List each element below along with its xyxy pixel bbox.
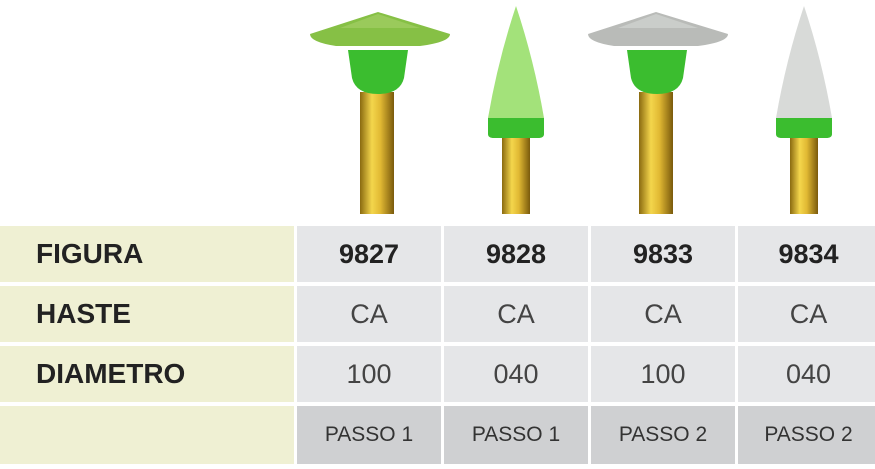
figura-value: 9828 <box>444 226 588 282</box>
passo-value: PASSO 2 <box>591 406 735 464</box>
row-label-diametro: DIAMETRO <box>0 346 294 402</box>
diametro-value: 100 <box>297 346 441 402</box>
product-image-9833 <box>588 12 728 214</box>
diametro-value: 040 <box>738 346 875 402</box>
row-label-empty <box>0 406 294 464</box>
figura-value: 9834 <box>738 226 875 282</box>
diametro-value: 100 <box>591 346 735 402</box>
product-spec-table: FIGURA 9827 9828 9833 9834 HASTE CA CA C… <box>0 226 875 464</box>
passo-value: PASSO 1 <box>297 406 441 464</box>
passo-value: PASSO 1 <box>444 406 588 464</box>
haste-value: CA <box>297 286 441 342</box>
figura-value: 9827 <box>297 226 441 282</box>
haste-value: CA <box>591 286 735 342</box>
haste-value: CA <box>738 286 875 342</box>
product-image-9828 <box>488 6 544 214</box>
product-image-9834 <box>776 6 832 214</box>
product-images <box>0 0 875 222</box>
haste-value: CA <box>444 286 588 342</box>
figura-value: 9833 <box>591 226 735 282</box>
diametro-value: 040 <box>444 346 588 402</box>
row-label-figura: FIGURA <box>0 226 294 282</box>
passo-value: PASSO 2 <box>738 406 875 464</box>
row-label-haste: HASTE <box>0 286 294 342</box>
product-image-9827 <box>310 12 450 214</box>
